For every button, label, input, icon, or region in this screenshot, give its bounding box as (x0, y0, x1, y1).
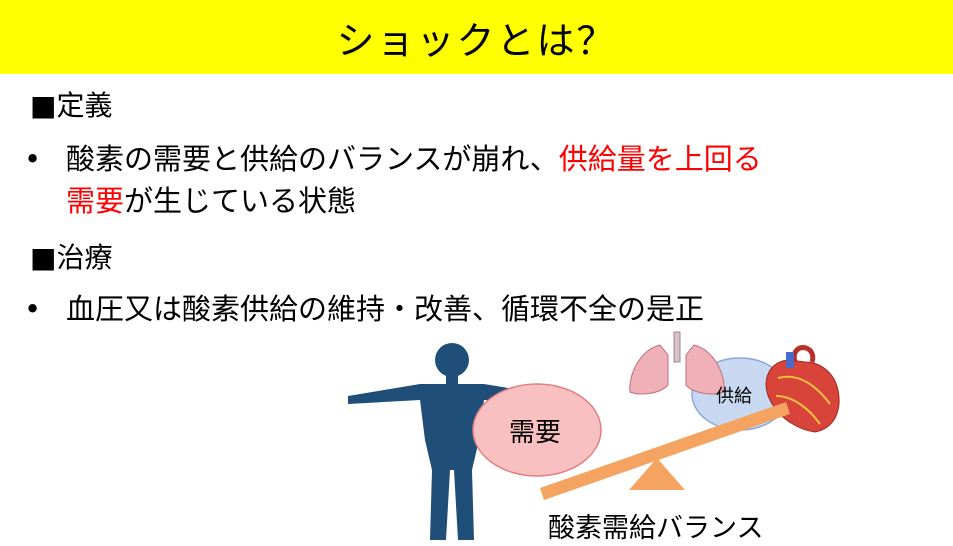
definition-text-plain: 酸素の需要と供給のバランスが崩れ、 (66, 142, 559, 176)
balance-beam (540, 402, 790, 500)
definition-text-emphasis-2: 需要 (66, 184, 125, 218)
demand-label: 需要 (509, 418, 562, 448)
bullet-marker: • (24, 292, 42, 326)
slide-title: ショックとは？ (336, 18, 617, 63)
treatment-bullet-line: • 血圧又は酸素供給の維持・改善、循環不全の是正 (24, 288, 704, 330)
definition-bullet-line1: • 酸素の需要と供給のバランスが崩れ、供給量を上回る (24, 138, 762, 180)
heading-treatment: ■治療 (30, 241, 113, 274)
heart-icon (765, 345, 840, 433)
title-bar: ショックとは？ (0, 0, 953, 74)
supply-label: 供給 (716, 386, 752, 407)
balance-caption: 酸素需給バランス (548, 513, 764, 544)
heading-definition: ■定義 (30, 89, 113, 122)
bullet-marker: • (24, 142, 42, 176)
demand-circle (472, 383, 602, 477)
lungs-icon (629, 331, 725, 395)
balance-fulcrum (629, 458, 685, 490)
definition-text-plain-2: が生じている状態 (124, 184, 357, 218)
human-silhouette-icon (348, 343, 556, 540)
definition-text-emphasis: 供給量を上回る (558, 142, 762, 176)
definition-bullet-line2: 需要が生じている状態 (66, 180, 356, 222)
treatment-text: 血圧又は酸素供給の維持・改善、循環不全の是正 (66, 292, 705, 326)
